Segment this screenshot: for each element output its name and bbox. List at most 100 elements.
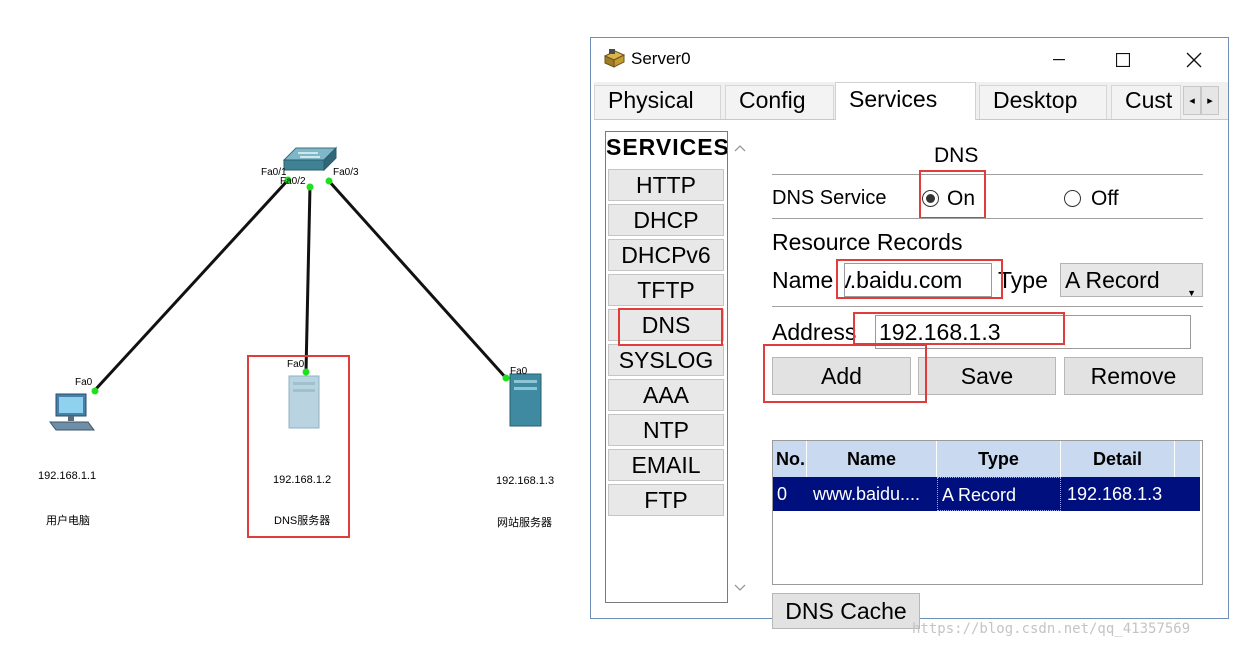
link-web-switch <box>326 178 508 380</box>
web-server-ip-label: 192.168.1.3 <box>496 475 555 487</box>
table-row[interactable]: 0 www.baidu.... A Record 192.168.1.3 <box>773 477 1200 511</box>
link-dns-switch <box>304 185 312 373</box>
network-topology: Fa0/1 Fa0/2 Fa0/3 Fa0 Fa0 Fa0 192.168.1.… <box>0 0 590 650</box>
name-input[interactable]: v.baidu.com <box>844 263 992 297</box>
dns-service-label: DNS Service <box>772 187 887 209</box>
add-button[interactable]: Add <box>772 357 911 395</box>
divider <box>772 218 1203 219</box>
tab-custom[interactable]: Cust <box>1111 85 1181 119</box>
port-led <box>284 176 292 184</box>
type-select[interactable]: A Record ▼ <box>1060 263 1203 297</box>
dns-on-radio[interactable] <box>922 190 939 207</box>
save-button[interactable]: Save <box>918 357 1056 395</box>
dns-server-highlight <box>247 355 350 538</box>
service-item-tftp[interactable]: TFTP <box>608 274 724 306</box>
dns-panel-title: DNS <box>934 144 979 167</box>
dns-server-port-label: Fa0 <box>287 359 305 370</box>
service-item-aaa[interactable]: AAA <box>608 379 724 411</box>
tab-physical[interactable]: Physical <box>594 85 721 119</box>
type-label: Type <box>998 267 1048 293</box>
service-item-dhcpv6[interactable]: DHCPv6 <box>608 239 724 271</box>
server-app-icon <box>603 48 626 70</box>
dns-records-table: No. Name Type Detail 0 www.baidu.... A R… <box>772 440 1203 585</box>
name-highlight <box>836 259 1003 299</box>
chevron-down-icon: ▼ <box>1187 288 1196 297</box>
dns-service-highlight <box>618 308 723 346</box>
table-header: No. Name Type Detail <box>773 441 1200 477</box>
cell-name: www.baidu.... <box>813 484 921 504</box>
dns-server-ip-label: 192.168.1.2 <box>273 474 332 486</box>
cell-detail: 192.168.1.3 <box>1067 484 1163 504</box>
tab-scroll-left[interactable]: ◂ <box>1183 86 1201 115</box>
topology-links <box>49 146 542 431</box>
port-led <box>91 387 99 395</box>
service-item-http[interactable]: HTTP <box>608 169 724 201</box>
port-label-fa0-2: Fa0/2 <box>280 176 306 187</box>
dns-off-radio[interactable] <box>1064 190 1081 207</box>
pc-icon <box>49 393 95 431</box>
column-header-name[interactable]: Name <box>807 441 937 477</box>
type-select-value: A Record <box>1065 267 1160 293</box>
port-label-fa0-1: Fa0/1 <box>261 167 287 178</box>
switch-icon <box>282 146 338 172</box>
cell-no: 0 <box>777 484 788 504</box>
add-highlight <box>763 344 927 403</box>
port-led <box>325 177 333 185</box>
chevron-down-icon <box>734 584 746 591</box>
address-label: Address <box>772 319 857 345</box>
dns-off-label: Off <box>1091 187 1119 210</box>
service-item-ftp[interactable]: FTP <box>608 484 724 516</box>
port-led <box>302 368 310 376</box>
window-titlebar[interactable]: Server0 <box>591 38 1228 82</box>
name-label: Name <box>772 267 834 293</box>
service-item-ntp[interactable]: NTP <box>608 414 724 446</box>
web-server-icon <box>509 373 542 427</box>
remove-button[interactable]: Remove <box>1064 357 1203 395</box>
address-highlight <box>853 312 1065 345</box>
pc-name-label: 用户电脑 <box>46 515 90 527</box>
service-item-syslog[interactable]: SYSLOG <box>608 344 724 376</box>
divider <box>772 174 1203 175</box>
maximize-button[interactable] <box>1100 38 1146 82</box>
divider <box>772 306 1203 307</box>
watermark-text: https://blog.csdn.net/qq_41357569 <box>912 621 1191 637</box>
tab-services[interactable]: Services <box>835 82 976 120</box>
services-panel: SERVICES HTTP DHCP DHCPv6 TFTP DNS SYSLO… <box>594 120 1228 629</box>
service-item-dhcp[interactable]: DHCP <box>608 204 724 236</box>
dns-server-icon <box>288 375 320 429</box>
cell-type: A Record <box>937 477 1061 511</box>
close-icon <box>1186 52 1202 68</box>
port-label-fa0-3: Fa0/3 <box>333 167 359 178</box>
minimize-icon <box>1053 59 1065 61</box>
pc-port-label: Fa0 <box>75 377 93 388</box>
resource-records-label: Resource Records <box>772 229 963 255</box>
services-header: SERVICES <box>606 134 728 160</box>
dns-server-name-label: DNS服务器 <box>274 515 331 527</box>
tab-bar: Physical Config Services Desktop Cust ◂ … <box>594 82 1228 120</box>
window-title: Server0 <box>631 49 691 68</box>
column-header-detail[interactable]: Detail <box>1061 441 1175 477</box>
web-server-name-label: 网站服务器 <box>497 517 552 529</box>
close-button[interactable] <box>1171 38 1217 82</box>
service-item-dns[interactable]: DNS <box>608 309 724 341</box>
services-list: SERVICES HTTP DHCP DHCPv6 TFTP DNS SYSLO… <box>605 131 728 603</box>
tab-desktop[interactable]: Desktop <box>979 85 1107 119</box>
column-header-type[interactable]: Type <box>937 441 1061 477</box>
column-header-no[interactable]: No. <box>773 441 807 477</box>
web-server-port-label: Fa0 <box>510 366 528 377</box>
port-led <box>502 374 510 382</box>
dns-on-label: On <box>947 187 976 210</box>
server-window: Server0 Physical Config Services Desktop… <box>590 37 1229 629</box>
pc-ip-label: 192.168.1.1 <box>38 470 97 482</box>
chevron-left-icon: ◂ <box>1189 95 1195 107</box>
minimize-button[interactable] <box>1036 38 1082 82</box>
dns-cache-button[interactable]: DNS Cache <box>772 593 920 629</box>
port-led <box>306 183 314 191</box>
chevron-up-icon <box>734 145 746 152</box>
service-item-email[interactable]: EMAIL <box>608 449 724 481</box>
link-pc-switch <box>93 178 290 392</box>
dns-on-highlight <box>919 170 986 219</box>
tab-config[interactable]: Config <box>725 85 834 119</box>
services-scrollbar[interactable] <box>729 131 751 603</box>
tab-scroll-right[interactable]: ▸ <box>1201 86 1219 115</box>
